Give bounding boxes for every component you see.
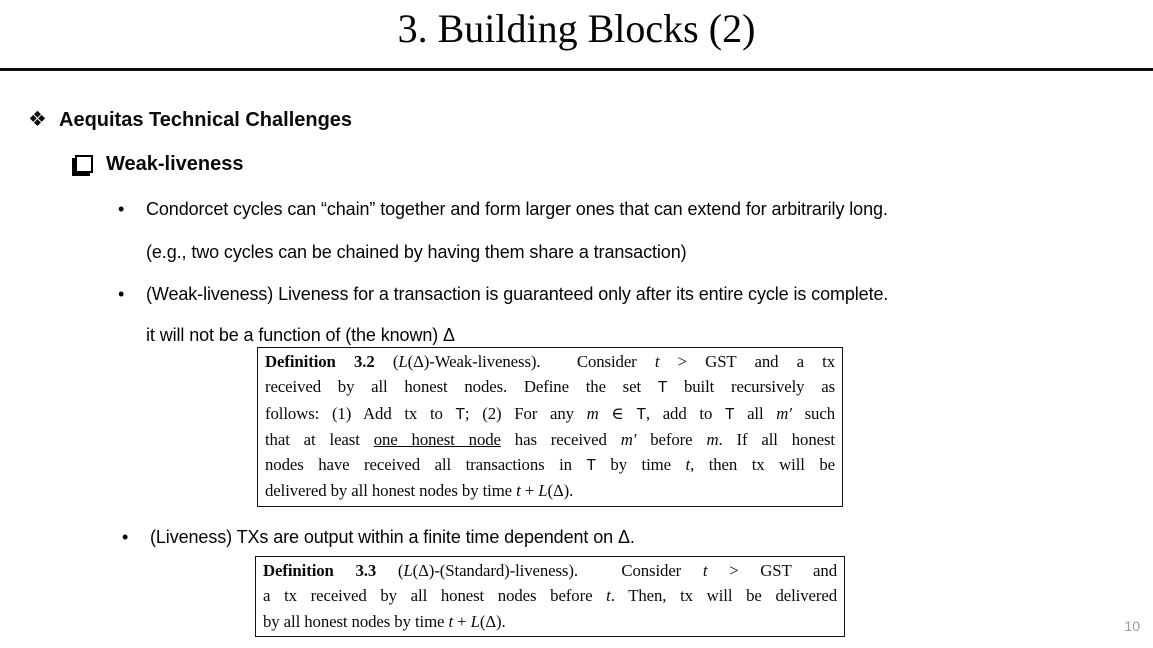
definition-3-2-line: received by all honest nodes. Define the… — [265, 377, 835, 397]
bullet-item: • (Liveness) TXs are output within a fin… — [122, 526, 635, 548]
bullet-text: it will not be a function of (the known)… — [146, 325, 455, 345]
definition-box-3-3: Definition 3.3 (L(Δ)-(Standard)-liveness… — [255, 556, 845, 637]
checkbox-bullet-icon — [75, 155, 93, 173]
bullet-dot-icon: • — [118, 284, 125, 304]
bullet-text: (Liveness) TXs are output within a finit… — [150, 527, 635, 547]
bullet-item: • Condorcet cycles can “chain” together … — [118, 198, 888, 220]
bullet-continuation: it will not be a function of (the known)… — [146, 324, 455, 346]
bullet-dot-icon: • — [122, 527, 129, 547]
bullet-continuation: (e.g., two cycles can be chained by havi… — [146, 241, 687, 263]
definition-3-3-line: Definition 3.3 (L(Δ)-(Standard)-liveness… — [263, 561, 837, 580]
subsection-header-row: Weak-liveness — [75, 152, 244, 176]
bullet-text: (e.g., two cycles can be chained by havi… — [146, 242, 687, 262]
title-divider — [0, 68, 1153, 71]
definition-3-2-line: nodes have received all transactions in … — [265, 455, 836, 475]
bullet-text: (Weak-liveness) Liveness for a transacti… — [146, 284, 889, 304]
slide-title: 3. Building Blocks (2) — [397, 6, 756, 51]
definition-3-3-line: a tx received by all honest nodes before… — [263, 586, 837, 606]
page-number: 10 — [1124, 618, 1140, 634]
section-header: Aequitas Technical Challenges — [59, 109, 353, 131]
definition-box-3-2: Definition 3.2 (L(Δ)-Weak-liveness). Con… — [257, 347, 843, 507]
definition-3-2-line: follows: (1) Add tx to T; (2) For any m … — [265, 403, 835, 423]
bullet-item: • (Weak-liveness) Liveness for a transac… — [118, 283, 888, 305]
bullet-text: Condorcet cycles can “chain” together an… — [146, 199, 888, 219]
section-header-row: ❖ Aequitas Technical Challenges — [28, 107, 352, 133]
diamond-bullet-icon: ❖ — [28, 108, 47, 131]
definition-3-2-line: delivered by all honest nodes by time t … — [265, 481, 574, 501]
definition-3-3-line: by all honest nodes by time t + L(Δ). — [263, 611, 506, 631]
definition-3-2-line: that at least one honest node has receiv… — [265, 429, 835, 449]
subsection-header: Weak-liveness — [106, 153, 244, 175]
bullet-dot-icon: • — [118, 199, 125, 219]
definition-3-2-line: Definition 3.2 (L(Δ)-Weak-liveness). Con… — [265, 352, 835, 371]
